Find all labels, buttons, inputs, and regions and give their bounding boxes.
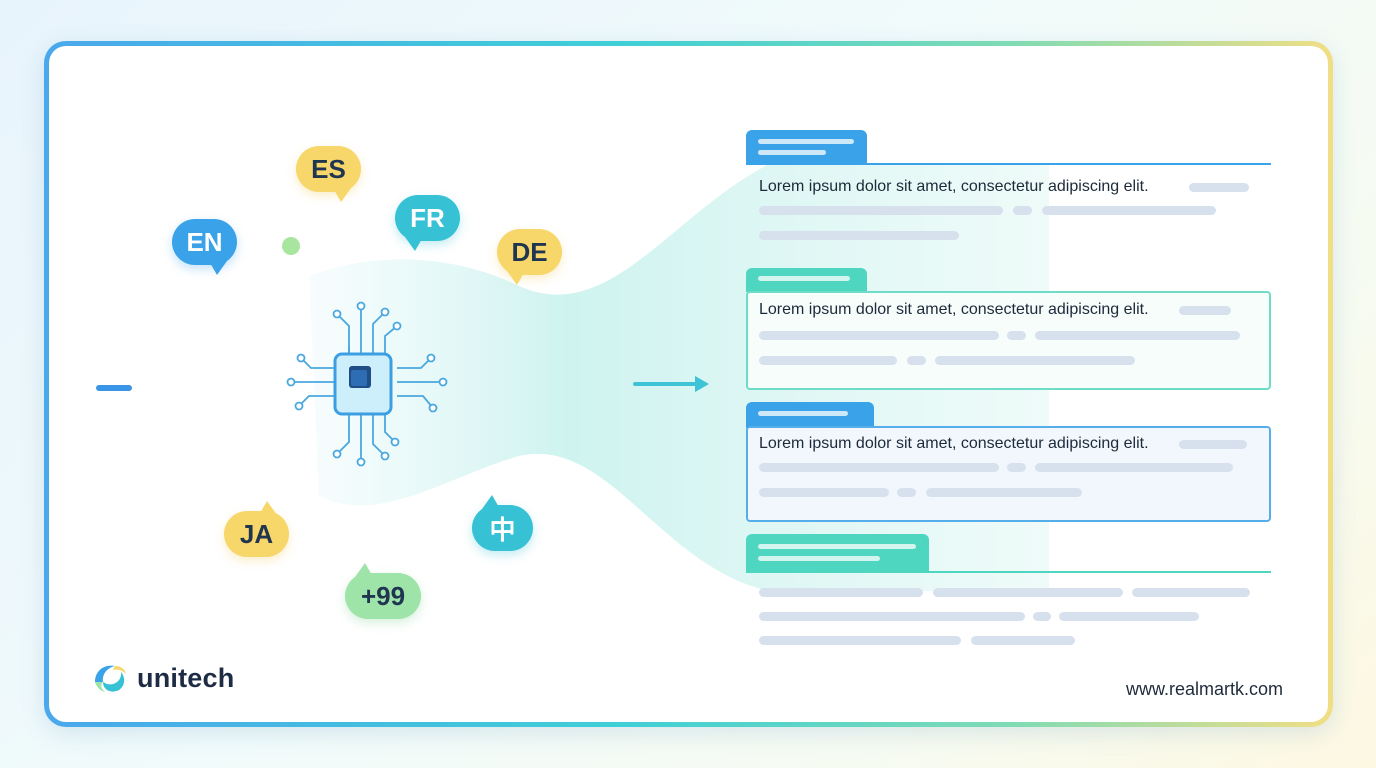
brand-logo: unitech xyxy=(91,660,234,696)
speech-bubble-icon: DE xyxy=(497,229,562,285)
arrow-right-icon xyxy=(633,376,709,392)
speech-bubble-icon: FR xyxy=(395,195,460,251)
decorative-dot xyxy=(282,237,300,255)
document-tab xyxy=(746,130,867,164)
document-card-3: Lorem ipsum dolor sit amet, consectetur … xyxy=(746,402,1271,522)
lang-more-label: +99 xyxy=(360,580,406,611)
document-text: Lorem ipsum dolor sit amet, consectetur … xyxy=(759,435,1149,452)
output-waveform xyxy=(444,319,619,449)
document-text: Lorem ipsum dolor sit amet, consectetur … xyxy=(759,178,1149,195)
brand-name: unitech xyxy=(137,662,235,693)
lang-en-label: EN xyxy=(186,226,223,257)
speech-bubble-icon: JA xyxy=(224,501,289,557)
document-tab xyxy=(746,402,874,428)
speech-bubble-icon: EN xyxy=(172,219,237,275)
document-tab xyxy=(746,268,867,292)
website-url: www.realmartk.com xyxy=(1125,679,1283,699)
audio-waveform-icon xyxy=(96,299,303,477)
document-tab xyxy=(746,534,929,572)
lang-ja-label: JA xyxy=(239,518,274,549)
lang-zh-label: 中 xyxy=(489,514,516,545)
document-card-1: Lorem ipsum dolor sit amet, consectetur … xyxy=(746,130,1271,240)
document-card-4 xyxy=(746,534,1271,654)
main-frame: EN ES FR DE JA 中 +99 Lorem ipsum dolor s… xyxy=(44,41,1333,727)
ai-chip-icon xyxy=(286,301,448,467)
unitech-logo-icon xyxy=(95,665,126,692)
lang-es-label: ES xyxy=(311,153,346,184)
document-text: Lorem ipsum dolor sit amet, consectetur … xyxy=(759,301,1149,318)
lang-fr-label: FR xyxy=(410,202,445,233)
lang-de-label: DE xyxy=(511,236,548,267)
speech-bubble-icon: ES xyxy=(296,146,361,202)
speech-bubble-icon: 中 xyxy=(472,495,533,551)
illustration-card: EN ES FR DE JA 中 +99 Lorem ipsum dolor s… xyxy=(49,46,1328,722)
speech-bubble-icon: +99 xyxy=(345,563,421,619)
document-card-2: Lorem ipsum dolor sit amet, consectetur … xyxy=(746,268,1271,390)
